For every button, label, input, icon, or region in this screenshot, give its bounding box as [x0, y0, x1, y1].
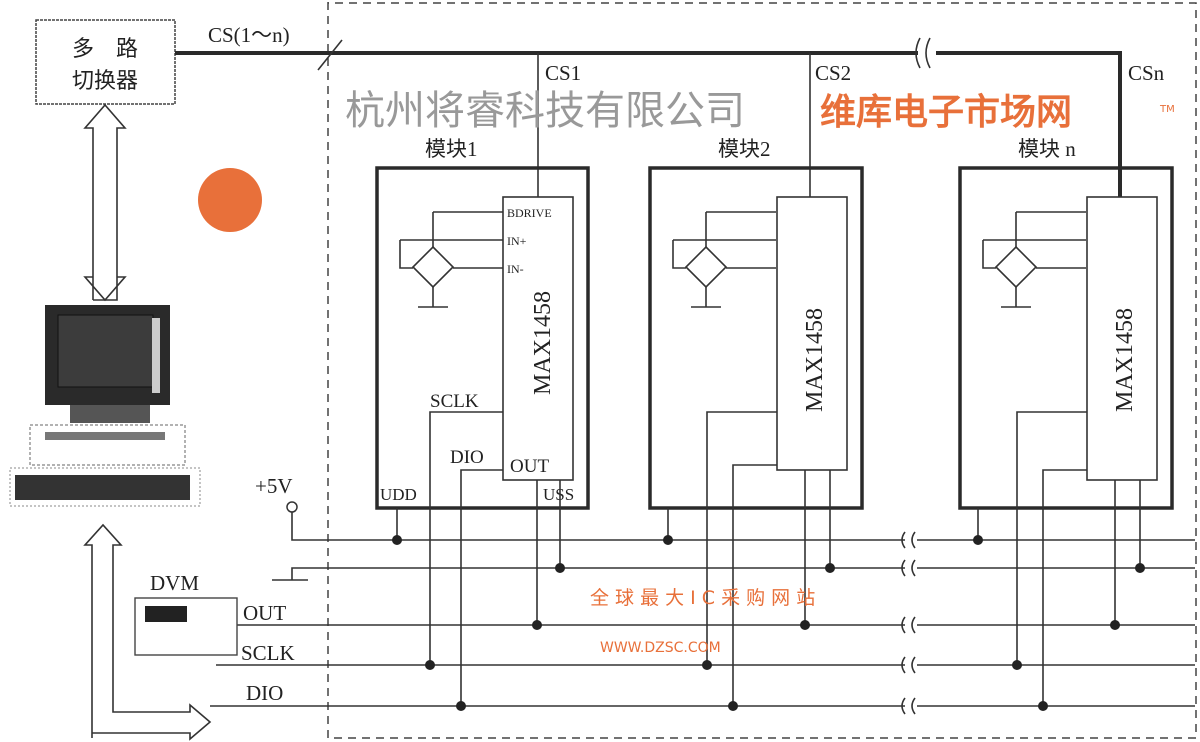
csn-label: CSn — [1128, 61, 1165, 85]
bridge-sensor-icon — [672, 211, 777, 308]
sclk-signal-label: SCLK — [241, 641, 295, 665]
multiplexer-box: 多 路 切换器 — [35, 19, 176, 105]
out-signal-label: OUT — [243, 601, 286, 625]
watermark: 杭州将睿科技有限公司 维库电子市场网 TM 全 球 最 大 I C 采 购 网 … — [198, 88, 1175, 656]
plus5v-label: +5V — [255, 474, 293, 498]
watermark-brand: 维库电子市场网 — [820, 92, 1072, 133]
watermark-company: 杭州将睿科技有限公司 — [345, 88, 745, 134]
bus-break-symbol — [915, 37, 931, 69]
modulen-chip — [1086, 196, 1158, 481]
pin-sclk: SCLK — [430, 391, 479, 412]
bridge-sensor-icon — [982, 211, 1087, 308]
module-enclosure-boundary — [327, 2, 1197, 739]
modulen-box — [958, 166, 1174, 510]
junction-dots — [392, 535, 1145, 711]
modulen-title: 模块 n — [1018, 137, 1076, 161]
cs-drop-lines — [537, 53, 811, 197]
plus5v-terminal — [286, 501, 298, 513]
mux-label-line2: 切换器 — [72, 68, 138, 93]
pin-in-minus: IN- — [507, 262, 524, 276]
watermark-slogan: 全 球 最 大 I C 采 购 网 站 — [590, 587, 815, 609]
dio-signal-label: DIO — [246, 681, 283, 705]
watermark-tm: TM — [1159, 104, 1175, 115]
pin-udd: UDD — [380, 485, 417, 504]
dvm-display — [145, 606, 187, 622]
pin-bdrive: BDRIVE — [507, 206, 552, 220]
module1-chip-label: MAX1458 — [530, 291, 556, 395]
computer-icon — [9, 305, 201, 507]
plus5v-bus — [291, 512, 1195, 541]
mux-label-line1: 多 路 — [72, 36, 138, 61]
module1-chip — [502, 196, 574, 481]
watermark-logo-icon — [198, 168, 262, 232]
pin-in-plus: IN+ — [507, 234, 527, 248]
modulen-chip-label: MAX1458 — [1112, 308, 1138, 412]
pin-uss: USS — [543, 485, 574, 504]
pin-out: OUT — [510, 456, 549, 477]
module2-title: 模块2 — [718, 137, 771, 161]
watermark-url: WWW.DZSC.COM — [600, 640, 721, 656]
module2-box — [648, 166, 864, 510]
cs-bus — [175, 51, 1122, 197]
bridge-sensor-icon — [399, 211, 503, 308]
module2-chip-label: MAX1458 — [802, 308, 828, 412]
cs-all-label: CS(1～n) — [208, 23, 290, 47]
mux-computer-double-arrow — [83, 103, 127, 301]
bus-slash — [317, 39, 343, 71]
module-connections — [396, 411, 1141, 706]
cs2-label: CS2 — [815, 61, 851, 85]
bus-break-symbols — [901, 531, 916, 715]
dvm-label: DVM — [150, 571, 199, 595]
module2-chip — [776, 196, 848, 471]
cs1-label: CS1 — [545, 61, 581, 85]
ground-bus — [272, 567, 1195, 581]
computer-bus-arrow — [83, 523, 212, 741]
module1-box — [375, 166, 590, 510]
module1-title: 模块1 — [425, 137, 478, 161]
mux-computer-arrow-head — [83, 276, 127, 302]
pin-dio: DIO — [450, 447, 484, 468]
